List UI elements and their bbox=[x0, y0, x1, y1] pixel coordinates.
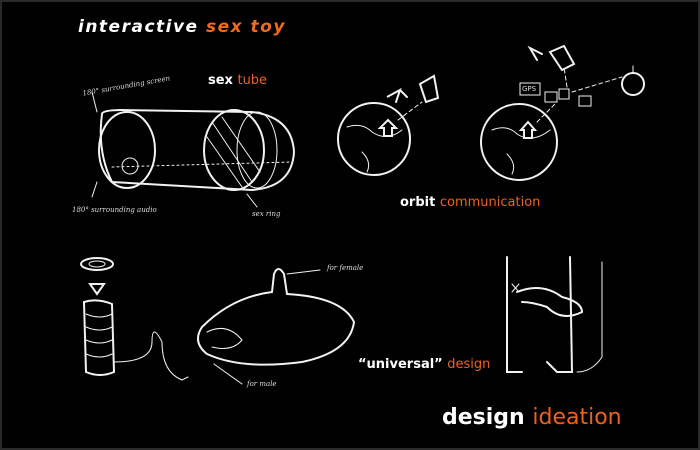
bodies-sketch bbox=[506, 256, 603, 373]
gps-label: GPS bbox=[522, 85, 537, 93]
annotation-sex-ring: sex ring bbox=[252, 210, 281, 218]
orbit-sketch-1 bbox=[337, 74, 440, 176]
universal-design-sketch bbox=[80, 257, 356, 385]
annotation-for-female: for female bbox=[327, 264, 364, 272]
page-title: interactive sex toy bbox=[78, 17, 286, 37]
annotation-for-male: for male bbox=[247, 380, 277, 388]
footer-heading-design-ideation: design ideation bbox=[442, 405, 622, 430]
annotation-surrounding-audio: 180° surrounding audio bbox=[72, 206, 157, 214]
section-heading-orbit: orbit communication bbox=[400, 195, 541, 210]
sex-tube-sketch bbox=[91, 91, 296, 208]
section-heading-universal: “universal” design bbox=[358, 357, 491, 372]
section-heading-sex-tube: sex tube bbox=[208, 73, 268, 88]
orbit-sketch-2 bbox=[480, 44, 645, 181]
